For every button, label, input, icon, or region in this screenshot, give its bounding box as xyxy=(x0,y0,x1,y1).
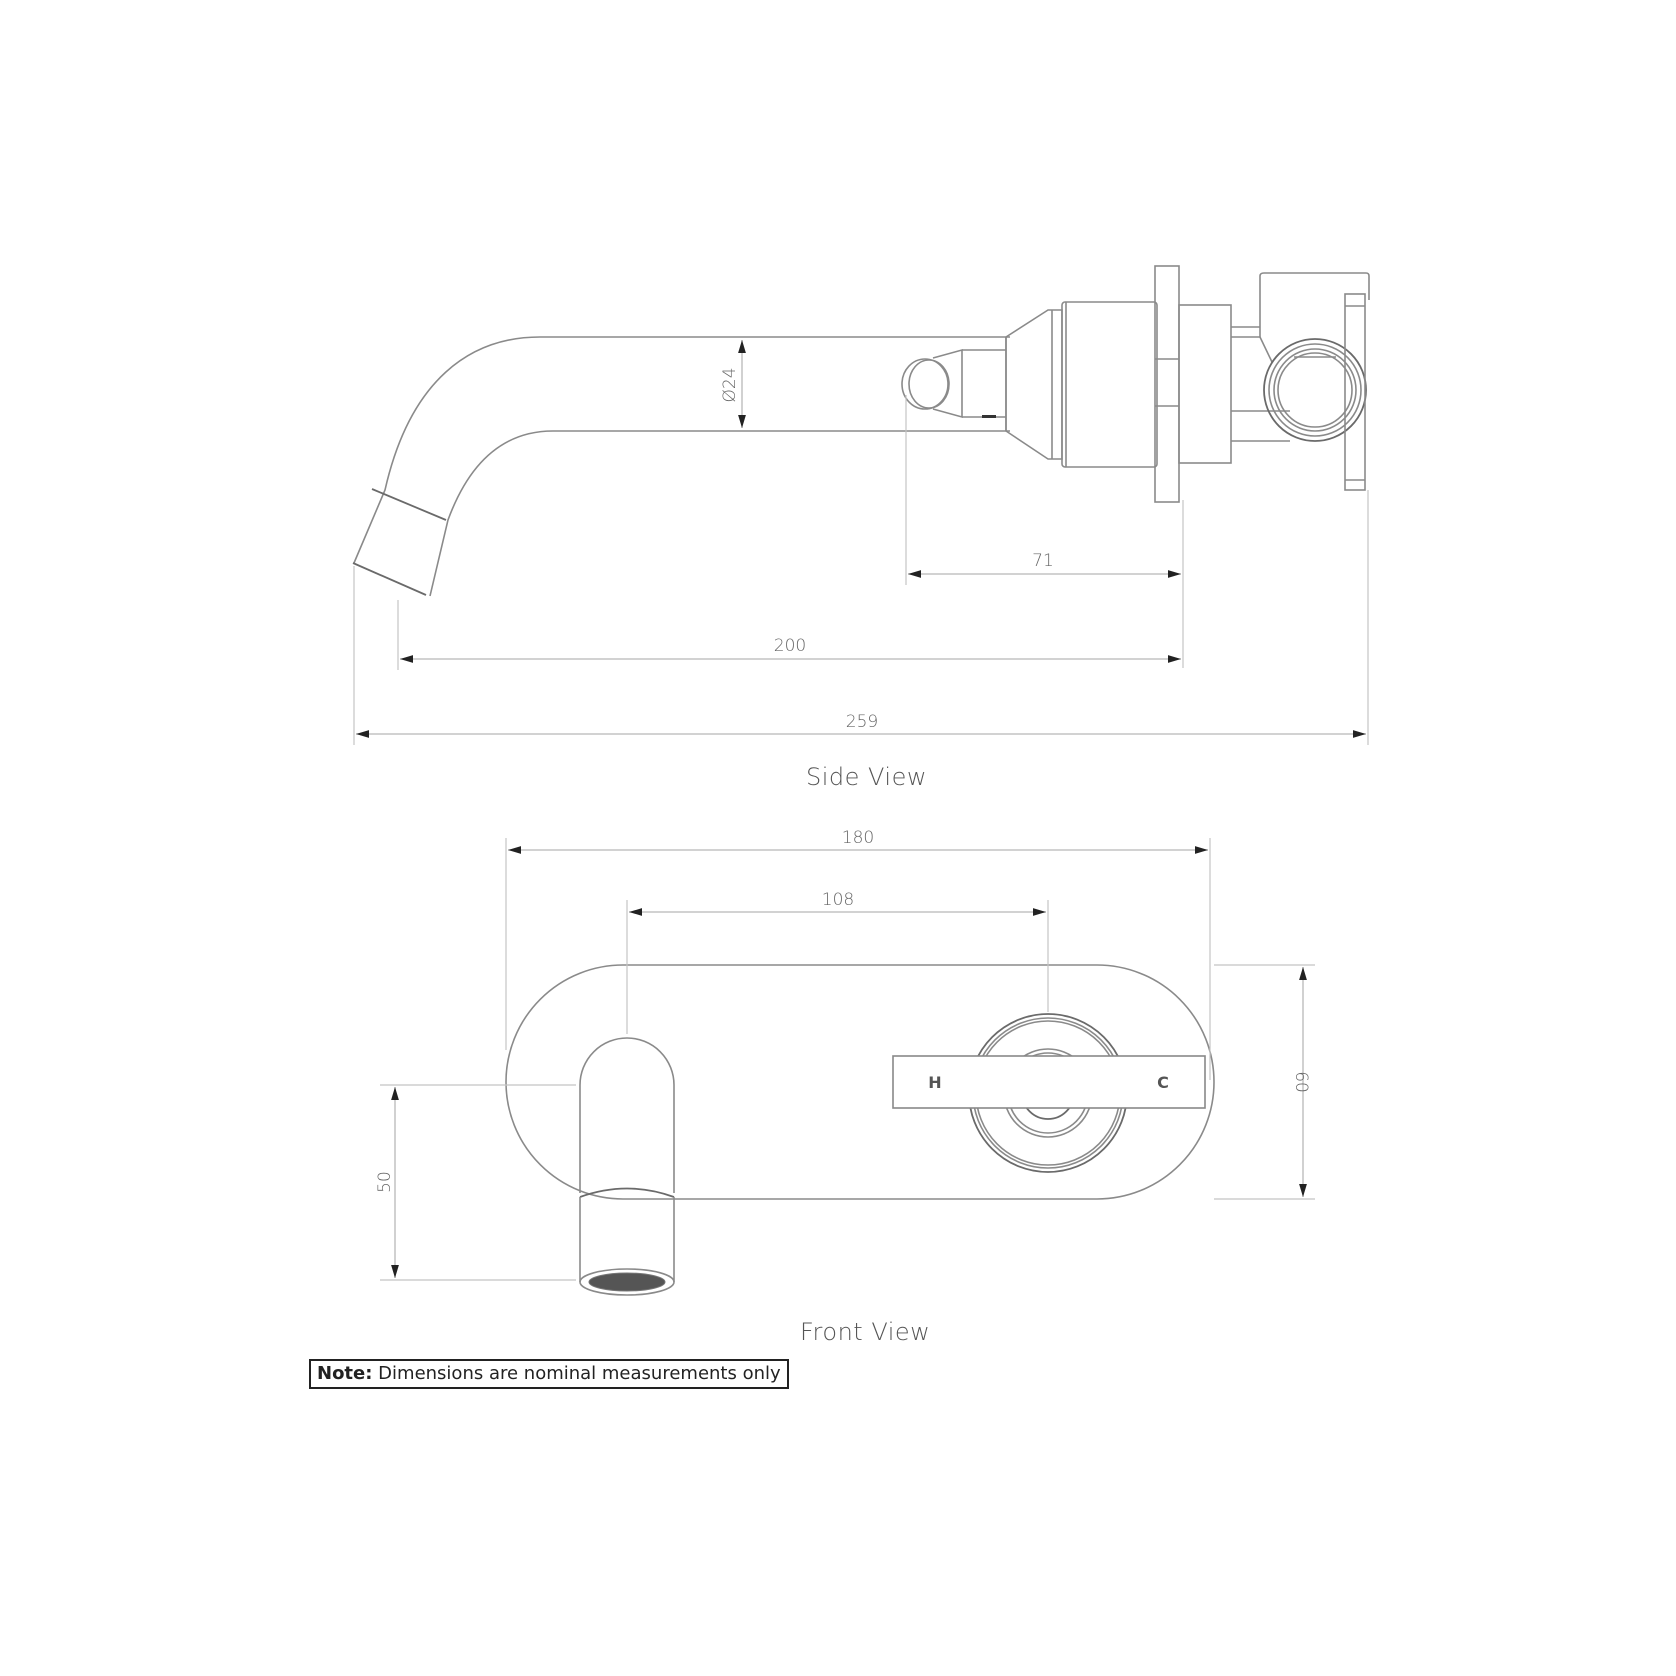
wall-plate xyxy=(505,964,1215,1200)
aerator xyxy=(579,1268,675,1296)
side-view-drawing xyxy=(352,265,1370,597)
dim-plate-height: 60 xyxy=(1291,1071,1311,1093)
dim-handle-to-wall: 71 xyxy=(1032,551,1054,571)
front-view-dimensions: 180 108 60 50 xyxy=(375,828,1315,1281)
spout-inner-edge xyxy=(429,430,1010,597)
handle-knob xyxy=(901,358,949,410)
front-view-label: Front View xyxy=(800,1318,931,1346)
note-box: Note: Dimensions are nominal measurement… xyxy=(309,1359,789,1389)
inlet-ring xyxy=(1263,338,1367,442)
dim-spout-diameter: Ø24 xyxy=(720,367,740,402)
dim-overall-depth: 259 xyxy=(846,712,878,732)
spout-tip xyxy=(352,562,427,596)
lever-handle xyxy=(892,1055,1206,1109)
wall-plate-flange xyxy=(1154,265,1180,503)
dim-spout-to-handle: 108 xyxy=(822,890,854,910)
rough-in-housing xyxy=(1259,272,1370,337)
spout-outer-edge xyxy=(353,336,1010,564)
dim-spout-projection: 200 xyxy=(774,636,806,656)
cone-body xyxy=(1005,309,1063,460)
valve-body xyxy=(1061,301,1158,468)
side-view-dimensions: Ø24 71 200 259 xyxy=(353,340,1369,745)
cold-label: C xyxy=(1157,1073,1169,1092)
note-text: Dimensions are nominal measurements only xyxy=(372,1363,781,1384)
rear-bracket xyxy=(1344,293,1366,491)
dim-plate-width: 180 xyxy=(842,828,874,848)
dim-spout-drop: 50 xyxy=(375,1171,395,1193)
spout-front xyxy=(579,1037,675,1193)
spout-band xyxy=(371,488,447,521)
side-view-label: Side View xyxy=(806,763,927,791)
hot-label: H xyxy=(928,1073,941,1092)
front-view-drawing: H C xyxy=(505,964,1215,1296)
note-prefix: Note: xyxy=(317,1363,373,1384)
rear-body xyxy=(1178,304,1232,464)
